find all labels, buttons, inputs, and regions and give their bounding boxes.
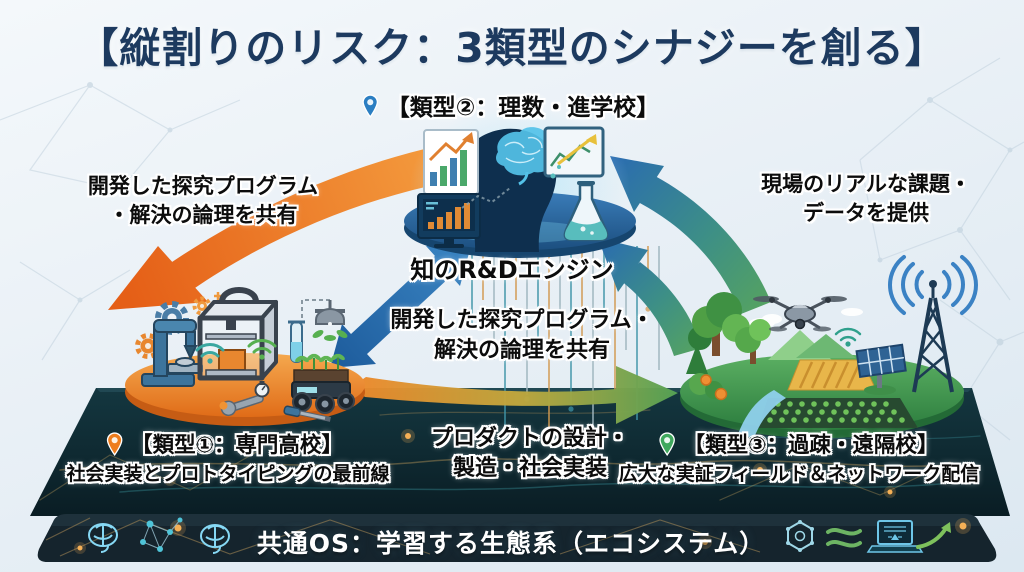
product-bottom-line2: 製造・社会実装 xyxy=(452,455,608,481)
type3-subtitle: 広大な実証フィールド＆ネットワーク配信 xyxy=(618,463,980,485)
product-bottom-line1: プロダクトの設計・ xyxy=(430,426,630,451)
printer-3d-icon xyxy=(197,287,278,381)
map-pin-icon xyxy=(659,432,675,456)
grow-sensor-icon xyxy=(312,300,348,341)
brain-icon xyxy=(88,523,118,553)
laptop-learning-icon xyxy=(866,520,924,553)
provide-right-annotation: 現場のリアルな課題・ データを提供 xyxy=(761,170,971,227)
left-platform-illustration xyxy=(125,287,365,426)
tower-wifi-icon xyxy=(888,255,978,315)
drone-icon xyxy=(753,296,847,332)
hexagon-network-icon xyxy=(786,520,814,552)
growth-arrow-icon xyxy=(916,522,951,549)
share-center-line1: 開発した探究プログラム・ xyxy=(390,308,654,333)
map-pin-icon xyxy=(106,432,123,456)
bar-chart-panel-icon xyxy=(423,129,479,195)
tools-icons xyxy=(219,381,331,422)
robot-arm-icon xyxy=(141,319,203,387)
provide-right-line2: データを提供 xyxy=(802,200,929,225)
background-mesh xyxy=(0,57,1024,441)
wifi-icons-left xyxy=(195,339,277,364)
solar-panel-icon xyxy=(855,343,907,395)
field-icons xyxy=(738,359,918,438)
right-platform-illustration xyxy=(680,255,978,438)
bar-glow-dots xyxy=(74,518,971,554)
leaf-waves-icon xyxy=(826,528,862,548)
type3-label-row: 【類型③：過疎・遠隔校】 xyxy=(658,428,939,459)
trees-icons xyxy=(686,292,771,401)
type1-label-row: 【類型①：専門高校】 xyxy=(105,428,343,459)
network-nodes-icon xyxy=(140,517,183,552)
monitor-chart-icon xyxy=(417,193,481,248)
line-chart-panel-icon xyxy=(543,126,605,178)
share-left-annotation: 開発した探究プログラム ・解決の論理を共有 xyxy=(88,172,318,229)
product-bottom-annotation: プロダクトの設計・ 製造・社会実装 xyxy=(431,424,629,484)
provide-right-arrow-lower xyxy=(598,238,702,356)
page-title: 【縦割りのリスク：3類型のシナジーを創る】 xyxy=(77,24,947,72)
type3-label: 【類型③：過疎・遠隔校】 xyxy=(683,433,939,458)
type2-label-row: 【類型②：理数・進学校】 xyxy=(361,88,659,122)
engine-label: 知のR&Dエンジン xyxy=(410,256,614,284)
provide-right-line1: 現場のリアルな課題・ xyxy=(761,172,971,196)
share-center-annotation: 開発した探究プログラム・ 解決の論理を共有 xyxy=(390,306,653,366)
type2-label: 【類型②：理数・進学校】 xyxy=(386,95,660,121)
share-left-line1: 開発した探究プログラム xyxy=(87,174,319,198)
product-flow-arrow xyxy=(357,366,678,424)
footer-bar xyxy=(37,514,997,562)
share-left-line2: ・解決の論理を共有 xyxy=(108,202,298,227)
circuit-glow-dots xyxy=(164,429,896,498)
radio-tower-icon xyxy=(888,255,978,393)
type1-subtitle: 社会実装とプロトタイピングの最前線 xyxy=(66,463,390,485)
plant-rover-icon xyxy=(291,353,355,414)
share-center-arrow xyxy=(330,242,472,368)
share-center-line2: 解決の論理を共有 xyxy=(433,337,610,363)
field-wifi-icon xyxy=(834,327,862,347)
center-platform-illustration xyxy=(404,105,636,265)
footer-label: 共通OS：学習する生態系（エコシステム） xyxy=(256,529,766,558)
brain-icon xyxy=(200,524,230,554)
type1-label: 【類型①：専門高校】 xyxy=(131,433,343,458)
map-pin-icon xyxy=(362,93,379,118)
flask-icon xyxy=(550,165,609,242)
